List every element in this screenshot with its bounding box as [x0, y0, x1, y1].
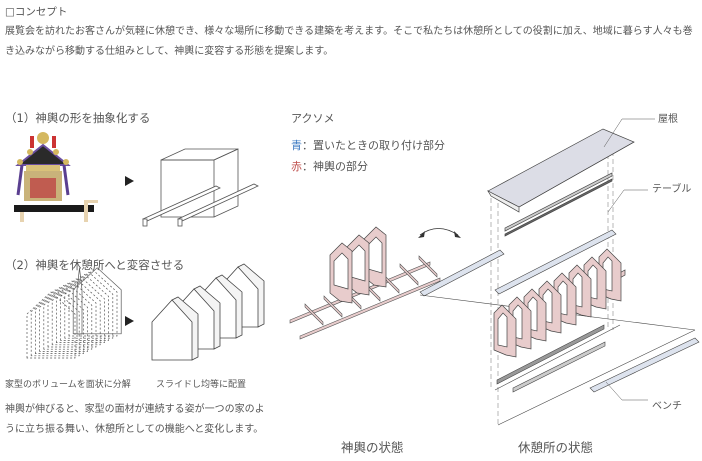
- swap-arrow-icon: [419, 228, 459, 236]
- house-panel: [151, 299, 193, 361]
- legend-red: 赤：神輿の部分: [291, 158, 368, 174]
- roof-panel: [487, 128, 635, 213]
- frame-opening: [497, 312, 508, 348]
- rail: [299, 277, 441, 340]
- legend-red-text: ：神輿の部分: [302, 160, 368, 173]
- house-slice: [39, 284, 88, 352]
- house-panels-slid: [151, 263, 265, 361]
- concept-title: □コンセプト: [5, 6, 68, 18]
- house-slice: [30, 289, 80, 357]
- house-decomposed: [26, 267, 122, 359]
- step-1-heading: （1）神輿の形を抽象化する: [5, 111, 151, 125]
- mikoshi-state-model: [289, 226, 441, 340]
- bench-board: [419, 249, 505, 297]
- house-slice: [26, 291, 76, 359]
- house-slice: [72, 267, 122, 335]
- arrow-icon: [125, 176, 134, 186]
- crossbar: [323, 295, 343, 318]
- house-slice: [64, 271, 114, 339]
- house-slice: [76, 267, 83, 335]
- concept-body: 展覧会を訪れたお客さんが気軽に休憩でき、様々な場所に移動できる建築を考えます。そ…: [5, 26, 693, 57]
- axonometric-title: アクソメ: [291, 112, 335, 125]
- label-bench: ベンチ: [652, 401, 682, 412]
- legend-blue: 青：置いたときの取り付け部分: [291, 137, 445, 153]
- bench-board: [589, 337, 700, 393]
- step-2-heading: （2）神輿を休憩所へと変容させる: [5, 258, 185, 272]
- abstract-box: [142, 148, 259, 227]
- frame-opening: [333, 252, 349, 290]
- label-roof: 屋根: [658, 114, 678, 125]
- bench-board: [494, 229, 617, 295]
- house-slice: [60, 273, 109, 341]
- house-slice: [35, 287, 84, 354]
- legend-blue-key: 青: [291, 139, 302, 152]
- caption-slide: スライドし均等に配置: [156, 380, 247, 390]
- house-slice: [43, 282, 93, 350]
- house-slice: [51, 278, 101, 346]
- arrow-icon: [125, 316, 134, 326]
- house-slice: [68, 269, 118, 337]
- summary-text: 神輿が伸びると、家型の面材が連続する姿が一つの家のように立ち振る舞い、休憩所とし…: [5, 404, 265, 435]
- crossbar: [304, 303, 324, 326]
- rest-state-model: [419, 118, 700, 426]
- house-slice: [47, 280, 97, 348]
- crossbar: [399, 263, 419, 286]
- legend-red-key: 赤: [291, 160, 302, 173]
- label-table: テーブル: [652, 184, 692, 195]
- house-slice: [56, 276, 105, 343]
- legend-blue-text: ：置いたときの取り付け部分: [302, 139, 445, 152]
- crossbar: [418, 255, 438, 278]
- state-rest-label: 休憩所の状態: [518, 440, 594, 455]
- state-mikoshi-label: 神輿の状態: [341, 440, 404, 455]
- caption-decompose: 家型のボリュームを面状に分解: [5, 380, 131, 390]
- mikoshi-photo: [14, 132, 98, 222]
